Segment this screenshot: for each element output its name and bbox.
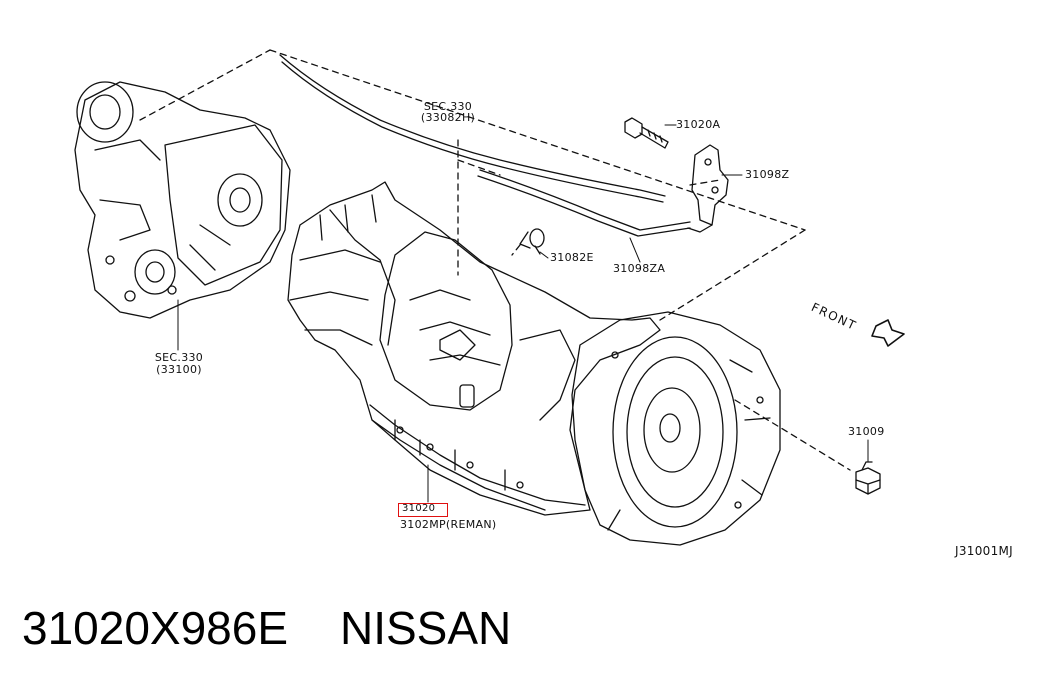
brand-name: NISSAN [340,602,512,654]
transfer-case [74,81,291,319]
exploded-parts-diagram [74,49,905,546]
assembly-dashed-lines [139,49,851,471]
bolt-31009 [855,461,881,495]
part-31098za-label: 31098ZA [613,262,666,275]
torque-converter-housing [571,311,781,546]
part-number-title: 31020X986E [22,602,289,654]
sec330-top-label: SEC.330 [423,100,473,113]
sec330-left-ref-label: (33100) [156,363,202,376]
front-arrow-icon [871,319,905,347]
part-31098z-label: 31098Z [745,168,790,181]
diagram-code-label: J31001MJ [955,544,1014,558]
highlighted-part-box [398,503,448,517]
part-3102mp-label: 3102MP(REMAN) [400,518,497,531]
part-31020-label: 31020 [402,503,436,514]
sec330-left-label: SEC.330 [154,351,204,364]
transmission-body [287,181,661,516]
shift-cable [279,54,691,237]
bracket-31098z [687,144,729,233]
part-31082e-label: 31082E [550,251,594,264]
leader-lines [177,124,869,503]
sec330-top-ref-label: (33082H) [420,111,476,124]
bolt-31020a [624,117,669,149]
part-31009-label: 31009 [848,425,885,438]
part-31020a-label: 31020A [676,118,721,131]
clip-31082e [519,228,545,255]
